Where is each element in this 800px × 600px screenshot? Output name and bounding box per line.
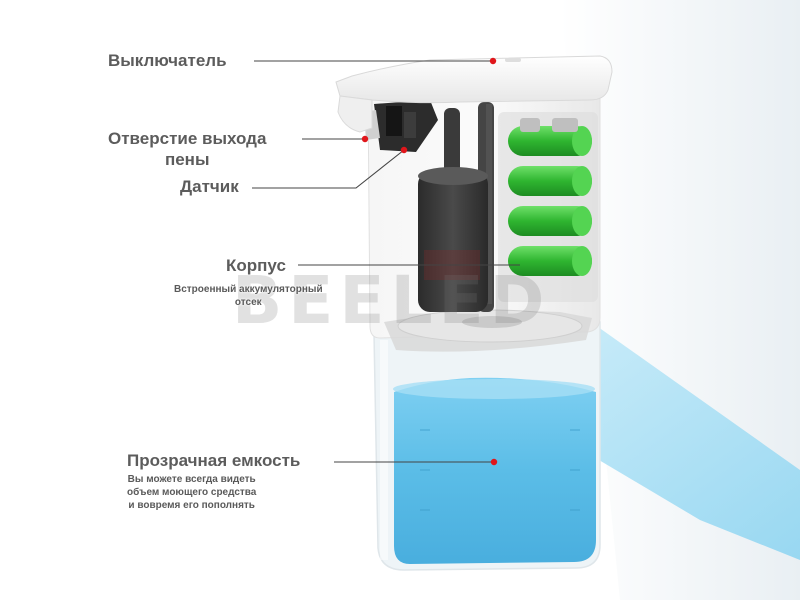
label-tank-note: Вы можете всегда видеть объем моющего ср… <box>127 473 256 512</box>
label-tank-note-line2: объем моющего средства <box>127 487 257 498</box>
label-switch: Выключатель <box>108 51 227 70</box>
label-body-note: Встроенный аккумуляторный отсек <box>174 283 323 309</box>
label-tank-note-line3: и вовремя его пополнять <box>128 500 255 511</box>
label-tank-note-line1: Вы можете всегда видеть <box>127 474 256 485</box>
label-body: Корпус <box>226 256 286 275</box>
label-foam-outlet: Отверстие выхода пены <box>108 128 266 170</box>
watermark: BEELED <box>232 262 551 339</box>
label-sensor: Датчик <box>180 177 239 196</box>
label-body-note-line1: Встроенный аккумуляторный <box>174 284 323 295</box>
label-body-note-line2: отсек <box>234 297 262 308</box>
label-tank: Прозрачная емкость <box>127 451 301 470</box>
label-foam-outlet-line2: пены <box>164 150 210 169</box>
label-foam-outlet-line1: Отверстие выхода <box>108 129 267 148</box>
